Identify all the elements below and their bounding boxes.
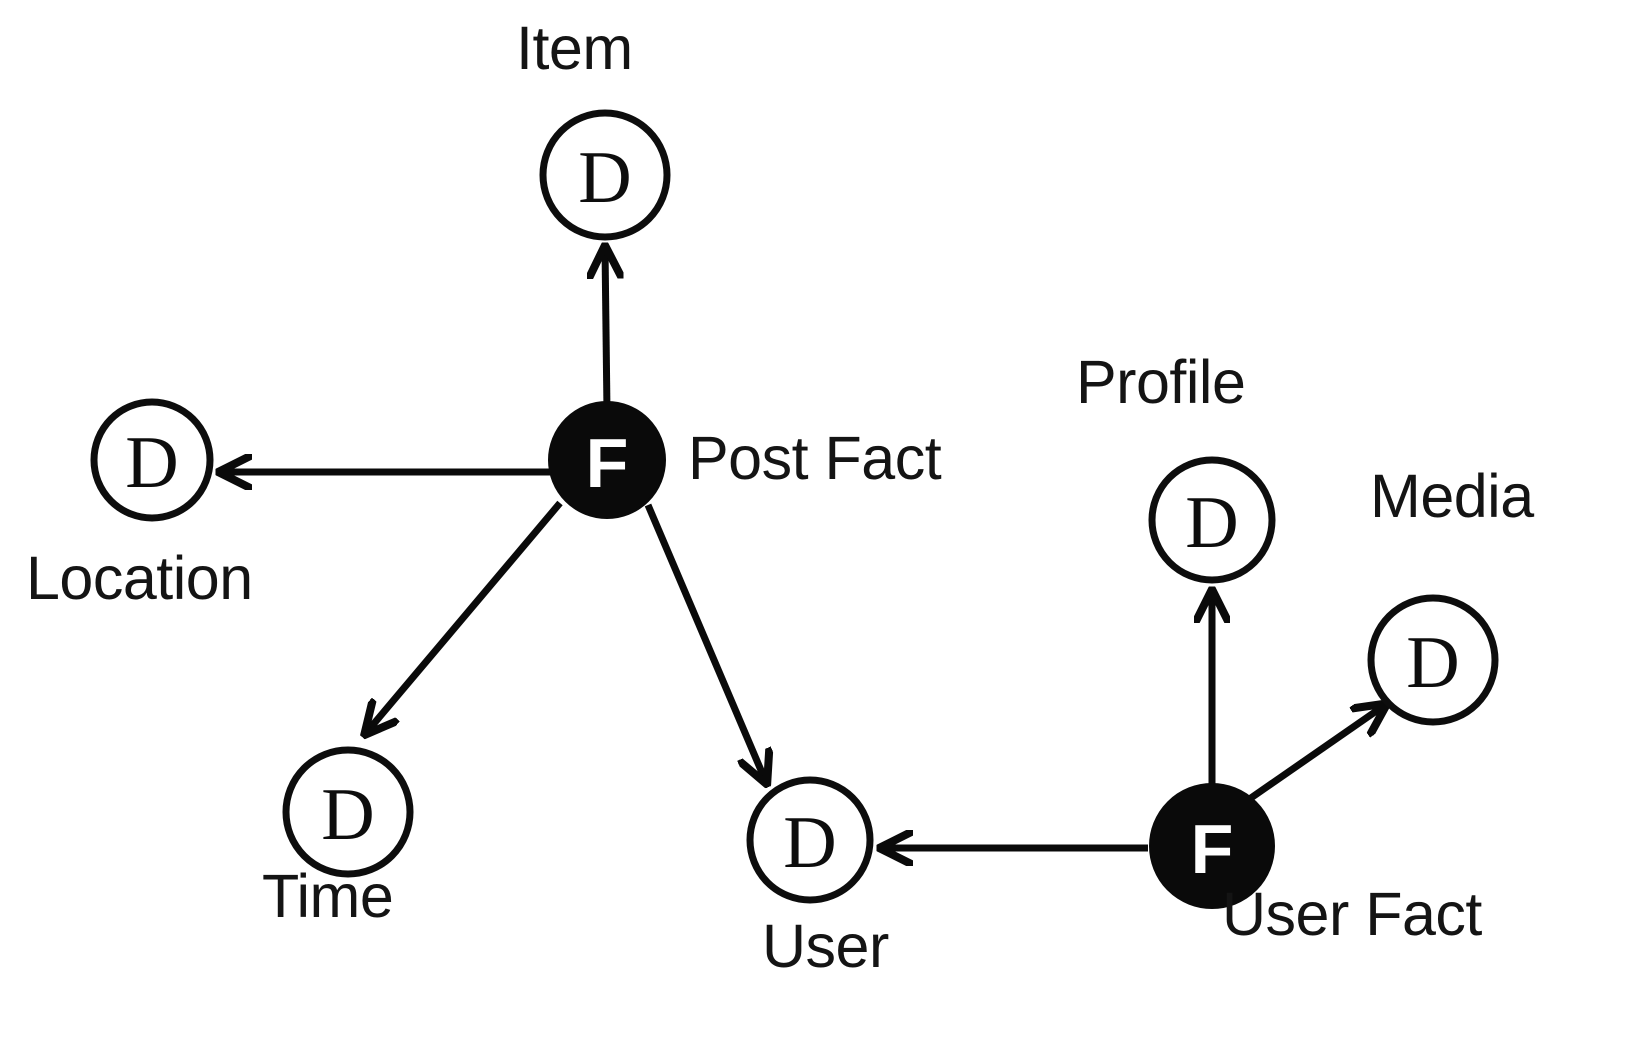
node-location-glyph: D	[125, 422, 178, 504]
edge-post-fact-to-user	[644, 503, 766, 782]
node-label-profile: Profile	[1076, 348, 1246, 416]
node-media-circle[interactable]	[1367, 594, 1499, 726]
node-item-circle[interactable]	[539, 109, 671, 241]
node-user-fact-glyph: F	[1191, 810, 1234, 888]
edge-post-fact-to-item	[605, 248, 607, 413]
node-label-post-fact: Post Fact	[688, 424, 942, 492]
node-user-fact[interactable]: F	[1149, 783, 1275, 909]
node-time-circle[interactable]	[282, 746, 414, 878]
node-profile-glyph: D	[1185, 482, 1238, 564]
node-time-glyph: D	[321, 774, 374, 856]
node-label-media: Media	[1370, 462, 1534, 530]
node-profile[interactable]: D	[1148, 456, 1276, 584]
node-label-item: Item	[516, 14, 633, 82]
node-item-glyph: D	[578, 137, 631, 219]
node-user-circle[interactable]	[746, 776, 874, 904]
node-location-circle[interactable]	[90, 398, 214, 522]
node-post-fact-glyph: F	[586, 424, 629, 502]
nodes-layer: D F D D D D	[90, 109, 1499, 909]
node-post-fact[interactable]: F	[548, 401, 666, 519]
edges-layer	[221, 248, 1385, 848]
node-post-fact-circle[interactable]	[548, 401, 666, 519]
edge-post-fact-to-time	[366, 500, 563, 733]
node-label-user: User	[762, 912, 889, 980]
node-profile-circle[interactable]	[1148, 456, 1276, 584]
node-user[interactable]: D	[746, 776, 874, 904]
node-label-location: Location	[26, 544, 253, 612]
node-label-time: Time	[262, 862, 394, 930]
node-location[interactable]: D	[90, 398, 214, 522]
node-media-glyph: D	[1406, 622, 1459, 704]
edge-user-fact-to-media	[1246, 705, 1385, 803]
node-label-user-fact: User Fact	[1222, 880, 1482, 948]
node-media[interactable]: D	[1367, 594, 1499, 726]
node-item[interactable]: D	[539, 109, 671, 241]
node-user-fact-circle[interactable]	[1149, 783, 1275, 909]
node-user-glyph: D	[783, 802, 836, 884]
node-time[interactable]: D	[282, 746, 414, 878]
